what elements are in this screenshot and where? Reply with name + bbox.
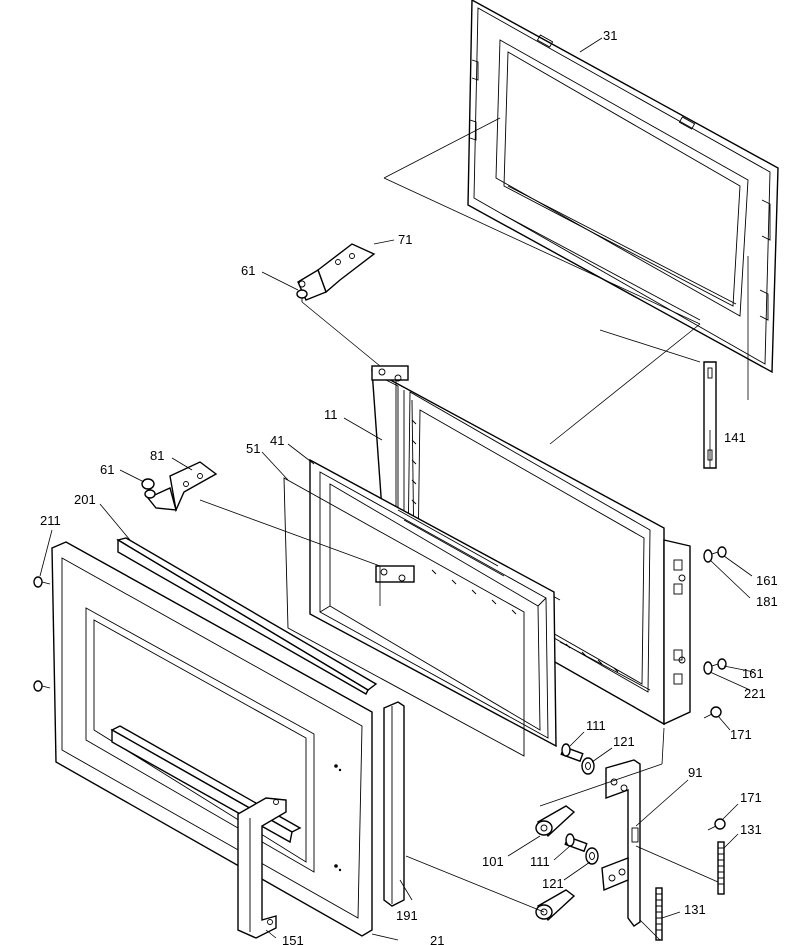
part-11-door-frame — [371, 365, 691, 726]
part-91-hinge-plate — [601, 759, 641, 927]
callout-111-upper: 111 — [586, 718, 606, 733]
part-191-strip — [383, 701, 405, 907]
part-171-screw-lower — [707, 818, 726, 831]
part-51-glass-pane — [283, 477, 525, 757]
callout-111-lower: 111 — [530, 854, 550, 869]
callout-61-upper: 61 — [241, 263, 255, 278]
callout-51: 51 — [246, 441, 260, 456]
part-81-hinge-bracket — [146, 461, 218, 513]
callout-151: 151 — [282, 933, 304, 945]
callout-121-lower: 121 — [542, 876, 564, 891]
callout-191: 191 — [396, 908, 418, 923]
part-201-bar — [116, 537, 378, 695]
part-121-bushing-lower — [585, 847, 599, 865]
part-131-spring-bottom — [655, 887, 663, 941]
callout-161-lower: 161 — [742, 666, 764, 681]
part-151-handle — [237, 797, 287, 939]
part-131-spring-right — [717, 841, 725, 895]
callout-91: 91 — [688, 765, 702, 780]
part-141-strip — [703, 361, 717, 469]
part-71-hinge-bracket — [297, 243, 376, 301]
part-111-pin-lower — [564, 833, 588, 853]
callout-131-right: 131 — [740, 822, 762, 837]
part-61-screw-lower — [141, 478, 156, 499]
part-171-screw-upper — [703, 706, 722, 719]
callout-171-upper: 171 — [730, 727, 752, 742]
part-111-pin-upper — [560, 743, 584, 763]
callout-161-upper: 161 — [756, 573, 778, 588]
callout-121-upper: 121 — [613, 734, 635, 749]
callout-201: 201 — [74, 492, 96, 507]
callout-181: 181 — [756, 594, 778, 609]
part-31-rear-panel — [467, 0, 779, 374]
part-221-washer — [703, 661, 713, 675]
callout-171-lower: 171 — [740, 790, 762, 805]
callout-41: 41 — [270, 433, 284, 448]
part-181-washer — [703, 549, 713, 563]
part-161-screw-lower — [711, 658, 727, 670]
callout-21: 21 — [430, 933, 444, 945]
callout-61-lower: 61 — [100, 462, 114, 477]
part-211-screws — [33, 576, 51, 692]
callout-31: 31 — [603, 28, 617, 43]
callout-pointers — [39, 37, 755, 941]
callout-131-bottom: 131 — [684, 902, 706, 917]
part-41-inner-frame — [309, 458, 557, 748]
part-161-screw-upper — [711, 546, 727, 558]
callout-11: 11 — [324, 407, 338, 422]
part-121-bushing-upper — [581, 757, 595, 775]
leader-lines — [199, 117, 749, 941]
callout-81: 81 — [150, 448, 164, 463]
callout-141: 141 — [724, 430, 746, 445]
callout-221: 221 — [744, 686, 766, 701]
callout-labels: 31 71 61 11 41 141 81 51 61 201 211 161 … — [40, 28, 778, 945]
callout-71: 71 — [398, 232, 412, 247]
callout-101: 101 — [482, 854, 504, 869]
part-61-screw-upper — [296, 289, 308, 302]
callout-211: 211 — [40, 513, 61, 528]
